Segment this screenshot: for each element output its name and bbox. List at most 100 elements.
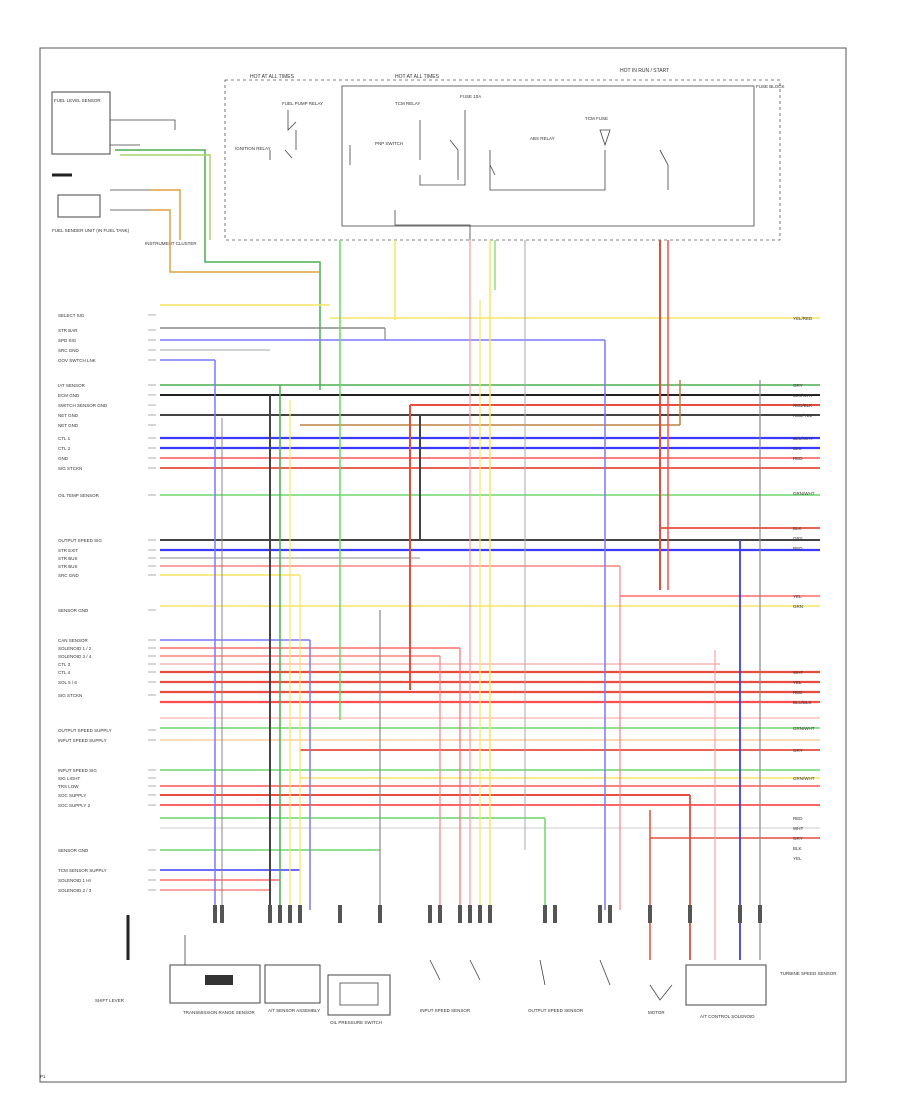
fuel-sender-area: FUEL LEVEL SENSOR FUEL SENDER UNIT (IN F…: [51, 91, 321, 390]
left-pin-label: INPUT SPEED SUPPLY: [58, 738, 107, 743]
left-pin-label: SOLENOID 1 HI: [58, 878, 91, 883]
left-pin-label: SOLENOID 2 / 3: [58, 888, 92, 893]
connector-pin: [553, 905, 557, 923]
connector-pin: [478, 905, 482, 923]
right-wire-label: GRY: [793, 748, 803, 753]
right-wire-label: YEL: [793, 680, 802, 685]
right-wire-label: GRY: [793, 383, 803, 388]
left-pin-label: OUTPUT SPEED SUPPLY: [58, 728, 112, 733]
right-wire-label: RED/YEL: [793, 413, 813, 418]
left-pin-label: STR BUS: [58, 564, 78, 569]
left-pin-label: SRC GND: [58, 573, 80, 578]
connector-pin: [738, 905, 742, 923]
right-wire-label: YEL/RED: [793, 316, 813, 321]
right-wire-label: RED: [793, 456, 803, 461]
left-pin-label: SOC SUPPLY 2: [58, 803, 91, 808]
top-label-2: HOT AT ALL TIMES: [395, 74, 440, 80]
left-pin-label: SENSOR GND: [58, 608, 89, 613]
top-component-4: PNP SWITCH: [375, 141, 403, 146]
right-wire-label: RED: [793, 816, 803, 821]
left-pin-label: NET GND: [58, 413, 79, 418]
right-wire-label: RED: [793, 546, 803, 551]
connector-pin: [278, 905, 282, 923]
right-wire-label: BLK: [793, 846, 802, 851]
right-wire-label: RED/BLK: [793, 403, 812, 408]
right-wire-label: GRN/WHT: [793, 776, 815, 781]
right-wire-label: WHT: [793, 670, 803, 675]
top-component-6: ABS RELAY: [530, 136, 555, 141]
right-wire-label: RED: [793, 690, 803, 695]
left-pin-label: SOC SUPPLY: [58, 793, 86, 798]
relay-block: [341, 85, 755, 227]
left-pin-label: STR EXIT: [58, 548, 79, 553]
left-pin-label: SPD SIG: [58, 338, 77, 343]
top-component-3: TCM RELAY: [395, 101, 420, 106]
left-pin-label: NET GND: [58, 423, 79, 428]
connector-pin: [428, 905, 432, 923]
instrument-cluster-label: INSTRUMENT CLUSTER: [145, 241, 197, 246]
right-wire-label: WHT: [793, 826, 803, 831]
bottom-component-3: A/T SENSOR ASSEMBLY: [268, 1008, 320, 1013]
left-pin-label: SRC GND: [58, 348, 80, 353]
top-component-1: FUEL PUMP RELAY: [282, 101, 323, 106]
right-wire-label: GRN: [793, 604, 803, 609]
left-pin-label: CTL 3: [58, 662, 71, 667]
connector-pin: [378, 905, 382, 923]
right-wire-label: YEL: [793, 856, 802, 861]
top-label-3: HOT IN RUN / START: [620, 68, 669, 74]
bottom-component-9: A/T CONTROL SOLENOID: [700, 1014, 755, 1019]
left-pin-label: IAT SENSOR: [58, 383, 86, 388]
connector-pin: [268, 905, 272, 923]
left-pin-label: SIG STCKN: [58, 693, 82, 698]
right-wire-label: BLK: [793, 526, 802, 531]
left-pin-label: CAN SENSOR: [58, 638, 89, 643]
connector-pin: [758, 905, 762, 923]
left-pin-label: SOLENOID 3 / 4: [58, 654, 92, 659]
harness-wires: [160, 240, 820, 960]
left-pin-label: SIG STCKN: [58, 466, 82, 471]
bottom-component-2: SHIFT LEVER: [95, 998, 125, 1003]
connector-pin: [648, 905, 652, 923]
bottom-component-4: OIL PRESSURE SWITCH: [330, 1020, 382, 1025]
at-sensor-assembly: [264, 964, 321, 1004]
right-wire-label: GRY: [793, 836, 803, 841]
connector-pin: [488, 905, 492, 923]
connector-pin: [468, 905, 472, 923]
bottom-component-8: MOTOR: [648, 1010, 665, 1015]
right-wire-label: YEL: [793, 594, 802, 599]
left-pin-label: CTL 1: [58, 436, 71, 441]
bottom-component-1: TRANSMISSION RANGE SENSOR: [183, 1010, 256, 1015]
left-pin-label: CTL 2: [58, 446, 71, 451]
fuel-sender-connector: [57, 194, 101, 218]
left-pin-label: SOL 5 / 6: [58, 680, 77, 685]
left-pin-label: SENSOR GND: [58, 848, 89, 853]
left-pin-label: OIL TEMP SENSOR: [58, 493, 100, 498]
connector-pin: [438, 905, 442, 923]
connector-pin: [458, 905, 462, 923]
right-wire-label: GRN/WHT: [793, 491, 815, 496]
right-wire-label: BLU/WHT: [793, 436, 814, 441]
bottom-component-7: TURBINE SPEED SENSOR: [780, 971, 837, 976]
top-component-8: FUSE BLOCK: [756, 84, 785, 89]
left-pin-label: STR BUS: [58, 556, 78, 561]
connector-pin: [598, 905, 602, 923]
left-pin-label: SIG LIGHT: [58, 776, 81, 781]
top-switches: FUEL PUMP RELAY IGNITION RELAY TCM RELAY…: [235, 84, 785, 240]
connector-pin: [298, 905, 302, 923]
left-pin-label: SELECT SIG: [58, 313, 85, 318]
bottom-component-5: INPUT SPEED SENSOR: [420, 1008, 471, 1013]
top-component-2: IGNITION RELAY: [235, 146, 271, 151]
connector-pin: [338, 905, 342, 923]
right-wire-labels: YEL/REDGRYBLK/WHTRED/BLKRED/YELBLU/WHTBL…: [793, 316, 815, 861]
top-label-1: HOT AT ALL TIMES: [250, 74, 295, 80]
connector-pin: [688, 905, 692, 923]
bottom-components: TRANSMISSION RANGE SENSOR SHIFT LEVER A/…: [40, 915, 837, 1079]
connector-pin: [220, 905, 224, 923]
ops-inner: [339, 982, 379, 1006]
connector-pin: [543, 905, 547, 923]
connector-pin: [288, 905, 292, 923]
oil-pressure-switch: [327, 974, 391, 1016]
footer-ref: P1: [40, 1074, 46, 1079]
